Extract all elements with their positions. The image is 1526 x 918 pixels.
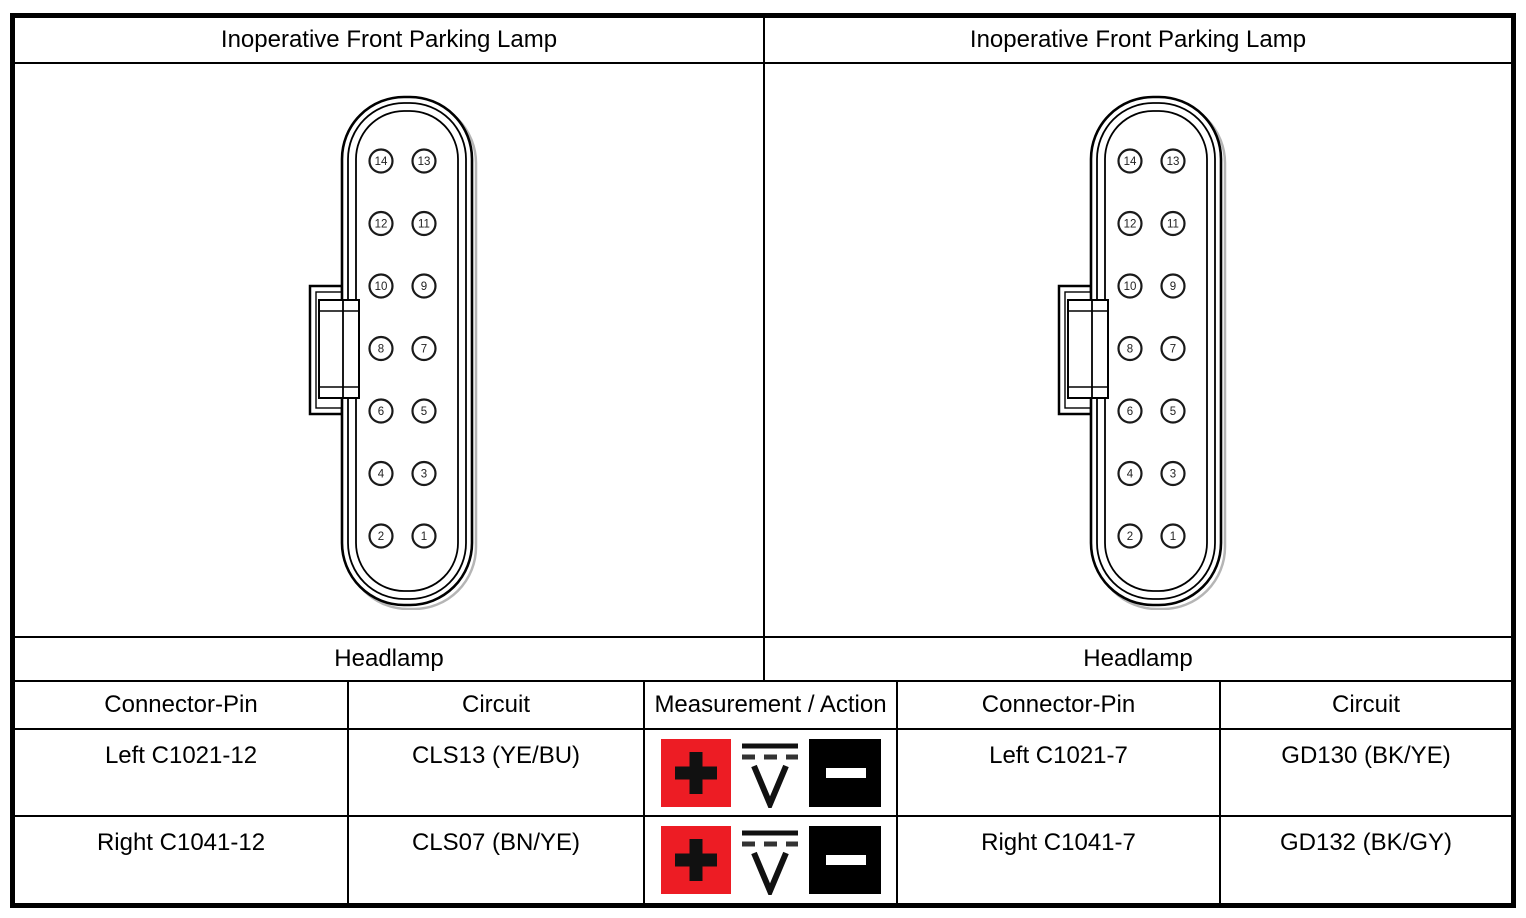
pin-1 bbox=[1160, 523, 1186, 549]
cell-connector-pin: Left C1021-12 bbox=[15, 730, 347, 817]
pin-number: 5 bbox=[1170, 406, 1176, 418]
pin-4 bbox=[368, 460, 394, 487]
negative-probe-icon bbox=[808, 826, 881, 894]
pin-11 bbox=[411, 210, 437, 237]
pin-number: 1 bbox=[1170, 531, 1176, 543]
panel-title-left: Inoperative Front Parking Lamp bbox=[15, 18, 763, 64]
pin-number: 10 bbox=[375, 281, 388, 293]
pin-number: 14 bbox=[1124, 156, 1137, 168]
connector-panels: Inoperative Front Parking Lamp Inoperati… bbox=[15, 18, 1511, 682]
cell-measurement-action bbox=[643, 730, 896, 817]
cell-connector-pin: Right C1041-7 bbox=[896, 817, 1219, 903]
pin-field: 14 13 12 11 10 9 8 7 6 5 4 3 2 1 bbox=[368, 148, 437, 549]
cell-measurement-action bbox=[643, 817, 896, 903]
cell-circuit: GD130 (BK/YE) bbox=[1219, 730, 1511, 817]
cell-connector-pin: Right C1041-12 bbox=[96, 829, 266, 856]
pin-5 bbox=[411, 398, 437, 424]
diagnostic-table: Inoperative Front Parking Lamp Inoperati… bbox=[10, 13, 1516, 908]
pin-number: 11 bbox=[418, 219, 430, 231]
pin-number: 3 bbox=[421, 469, 427, 481]
pin-6 bbox=[1117, 398, 1143, 424]
pin-number: 12 bbox=[1124, 219, 1137, 231]
pin-7 bbox=[411, 335, 437, 362]
pin-number: 12 bbox=[375, 219, 388, 231]
pin-6 bbox=[368, 398, 394, 424]
component-caption-right: Headlamp bbox=[763, 636, 1511, 682]
pin-number: 9 bbox=[1170, 281, 1176, 293]
pin-number: 14 bbox=[375, 156, 388, 168]
pin-number: 7 bbox=[1170, 344, 1176, 356]
measurement-table: Connector-Pin Circuit Measurement / Acti… bbox=[15, 682, 1511, 903]
connector-latch-detail bbox=[318, 299, 360, 399]
dc-voltmeter-icon bbox=[741, 743, 798, 808]
cell-connector-pin: Left C1021-7 bbox=[896, 730, 1219, 817]
pin-14 bbox=[1117, 148, 1143, 174]
pin-number: 13 bbox=[418, 156, 431, 168]
negative-probe-icon bbox=[808, 738, 881, 807]
pin-number: 11 bbox=[1167, 219, 1179, 231]
pin-12 bbox=[368, 210, 394, 237]
positive-probe-icon bbox=[660, 738, 731, 807]
pin-number: 5 bbox=[421, 406, 427, 418]
cell-circuit: GD132 (BK/GY) bbox=[1219, 817, 1511, 903]
pin-number: 4 bbox=[1127, 469, 1134, 481]
pin-8 bbox=[1117, 335, 1143, 362]
col-header-measurement-action: Measurement / Action bbox=[643, 682, 896, 730]
connector-latch-detail bbox=[1067, 299, 1109, 399]
connector-face-illustration: 14 13 12 11 10 9 8 7 6 5 4 3 2 1 bbox=[308, 95, 478, 610]
pin-number: 13 bbox=[1167, 156, 1180, 168]
pin-11 bbox=[1160, 210, 1186, 237]
pin-number: 8 bbox=[1127, 344, 1133, 356]
pin-2 bbox=[1117, 523, 1143, 549]
pin-10 bbox=[1117, 273, 1143, 299]
pin-1 bbox=[411, 523, 437, 549]
pin-12 bbox=[1117, 210, 1143, 237]
pin-number: 3 bbox=[1170, 469, 1176, 481]
pin-number: 2 bbox=[378, 531, 384, 543]
pin-13 bbox=[1160, 148, 1186, 174]
pin-number: 9 bbox=[421, 281, 427, 293]
pin-7 bbox=[1160, 335, 1186, 362]
col-header-connector-pin-left: Connector-Pin bbox=[15, 682, 347, 730]
pin-number: 1 bbox=[421, 531, 427, 543]
pin-3 bbox=[411, 460, 437, 487]
pin-number: 6 bbox=[378, 406, 384, 418]
pin-number: 10 bbox=[1124, 281, 1137, 293]
pin-9 bbox=[1160, 273, 1186, 299]
pin-2 bbox=[368, 523, 394, 549]
pin-14 bbox=[368, 148, 394, 174]
dc-voltmeter-icon bbox=[741, 830, 798, 895]
pin-field: 14 13 12 11 10 9 8 7 6 5 4 3 2 1 bbox=[1117, 148, 1186, 549]
connector-face-illustration: 14 13 12 11 10 9 8 7 6 5 4 3 2 1 bbox=[1057, 95, 1227, 610]
pin-9 bbox=[411, 273, 437, 299]
panel-title-right: Inoperative Front Parking Lamp bbox=[763, 18, 1511, 64]
pin-8 bbox=[368, 335, 394, 362]
cell-circuit: CLS13 (YE/BU) bbox=[347, 730, 643, 817]
pin-10 bbox=[368, 273, 394, 299]
connector-diagram-right: 14 13 12 11 10 9 8 7 6 5 4 3 2 1 bbox=[763, 64, 1511, 636]
pin-13 bbox=[411, 148, 437, 174]
connector-diagram-left: 14 13 12 11 10 9 8 7 6 5 4 3 2 1 bbox=[15, 64, 763, 636]
col-header-connector-pin-right: Connector-Pin bbox=[896, 682, 1219, 730]
col-header-circuit-left: Circuit bbox=[347, 682, 643, 730]
pin-4 bbox=[1117, 460, 1143, 487]
pin-number: 7 bbox=[421, 344, 427, 356]
pin-3 bbox=[1160, 460, 1186, 487]
pin-number: 2 bbox=[1127, 531, 1133, 543]
pin-number: 8 bbox=[378, 344, 384, 356]
pin-number: 6 bbox=[1127, 406, 1133, 418]
col-header-circuit-right: Circuit bbox=[1219, 682, 1511, 730]
pin-5 bbox=[1160, 398, 1186, 424]
component-caption-left: Headlamp bbox=[15, 636, 763, 682]
positive-probe-icon bbox=[660, 826, 731, 894]
pin-number: 4 bbox=[378, 469, 385, 481]
cell-circuit: CLS07 (BN/YE) bbox=[347, 817, 643, 903]
